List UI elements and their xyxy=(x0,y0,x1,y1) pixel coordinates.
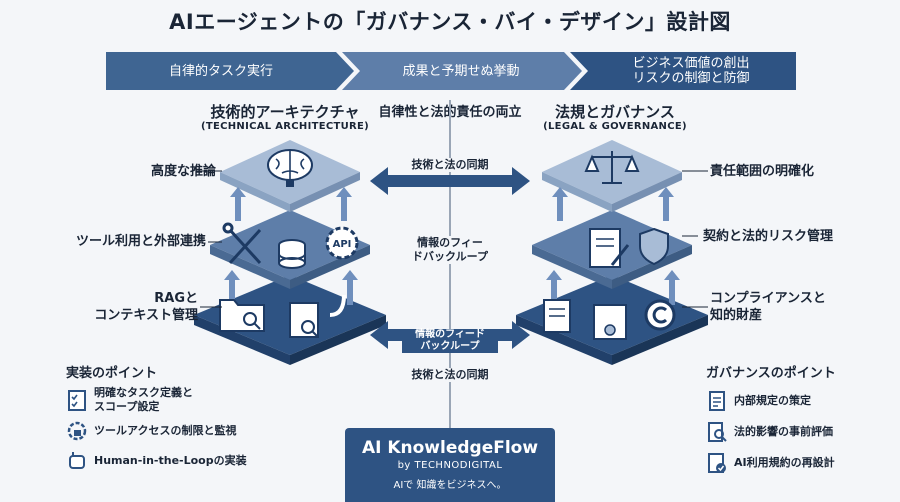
technical-layer-stack: API xyxy=(194,140,386,365)
sync-label-low: 技術と法の同期 xyxy=(395,368,505,382)
flow-arrows xyxy=(106,52,796,90)
contract-icon xyxy=(589,228,630,268)
copyright-icon xyxy=(644,299,676,331)
left-point-text-3: Human-in-the-Loopの実装 xyxy=(94,454,247,467)
right-points-list: 内部規定の策定 法的影響の事前評価 AI利用規約の再設計 xyxy=(706,386,886,478)
left-points-list: 明確なタスク定義と スコープ設定 ツールアクセスの制限と監視 Human-in-… xyxy=(66,384,296,476)
flow-step-2: 成果と予期せぬ挙動 xyxy=(402,63,520,79)
brand-name: AI KnowledgeFlow xyxy=(361,438,539,458)
left-points-title: 実装のポイント xyxy=(66,366,158,381)
right-heading: 法規とガバナンス xyxy=(555,103,675,121)
right-point-item: AI利用規約の再設計 xyxy=(706,448,886,478)
right-point-text-2: 法的影響の事前評価 xyxy=(734,425,833,438)
center-divider xyxy=(449,100,451,430)
left-label-reasoning: 高度な推論 xyxy=(150,164,216,179)
brand-by: by TECHNODIGITAL xyxy=(397,460,503,471)
certificate-icon xyxy=(593,304,627,340)
legal-layer-stack xyxy=(516,140,708,365)
left-point-text-1: 明確なタスク定義と スコープ設定 xyxy=(94,386,193,413)
left-pointer-lines xyxy=(196,170,222,308)
document-magnifier-icon xyxy=(708,422,727,442)
right-label-contract: 契約と法的リスク管理 xyxy=(703,229,834,244)
page-title: AIエージェントの「ガバナンス・バイ・デザイン」設計図 xyxy=(169,10,731,34)
right-points-title: ガバナンスのポイント xyxy=(706,366,836,381)
process-flow-banner: 自律的タスク実行 成果と予期せぬ挙動 ビジネス価値の創出 リスクの制御と防御 xyxy=(106,52,796,90)
sync-arrow-top xyxy=(370,167,530,195)
right-point-text-3: AI利用規約の再設計 xyxy=(734,456,835,469)
flow-step-1: 自律的タスク実行 xyxy=(168,63,273,79)
left-label-tools: ツール利用と外部連携 xyxy=(75,234,206,249)
right-pointer-lines xyxy=(682,170,708,308)
brand-box: AI KnowledgeFlow by TECHNODIGITAL AIで 知識… xyxy=(345,428,555,502)
tools-icon xyxy=(222,222,262,265)
right-point-item: 内部規定の策定 xyxy=(706,386,886,416)
shield-icon xyxy=(639,227,669,266)
left-point-item: ツールアクセスの制限と監視 xyxy=(66,416,296,446)
brain-icon xyxy=(267,149,313,187)
scales-icon xyxy=(584,151,640,184)
left-point-text-2: ツールアクセスの制限と監視 xyxy=(94,424,237,437)
sync-label-top: 技術と法の同期 xyxy=(395,158,505,172)
terms-check-icon xyxy=(708,453,726,473)
documents-icon xyxy=(543,299,571,333)
right-point-item: 法的影響の事前評価 xyxy=(706,416,886,448)
right-subheading: (LEGAL & GOVERNANCE) xyxy=(543,121,687,132)
hand-icon xyxy=(69,452,85,469)
api-gear-icon: API xyxy=(325,226,359,260)
database-icon xyxy=(278,239,306,269)
rules-document-icon xyxy=(709,391,725,411)
right-label-compliance: コンプライアンスと 知的財産 xyxy=(710,291,826,323)
right-point-text-1: 内部規定の策定 xyxy=(734,394,811,407)
checklist-icon xyxy=(68,390,86,411)
left-point-item: 明確なタスク定義と スコープ設定 xyxy=(66,384,296,416)
left-heading: 技術的アーキテクチャ xyxy=(210,103,360,121)
brand-tagline: AIで 知識をビジネスへ。 xyxy=(393,480,507,491)
flow-step-3: ビジネス価値の創出 リスクの制御と防御 xyxy=(632,56,750,86)
feedback-label-mid: 情報のフィー ドバックループ xyxy=(395,236,505,264)
left-label-rag: RAGと コンテキスト管理 xyxy=(94,291,198,323)
feedback-label-low: 情報のフィード バックループ xyxy=(402,329,498,353)
folder-search-icon xyxy=(219,299,265,332)
right-label-responsibility: 責任範囲の明確化 xyxy=(710,164,815,179)
document-search-icon xyxy=(289,294,346,338)
api-text: API xyxy=(333,239,352,250)
left-point-item: Human-in-the-Loopの実装 xyxy=(66,446,296,476)
lock-gear-icon xyxy=(67,421,87,441)
left-subheading: (TECHNICAL ARCHITECTURE) xyxy=(200,121,370,132)
